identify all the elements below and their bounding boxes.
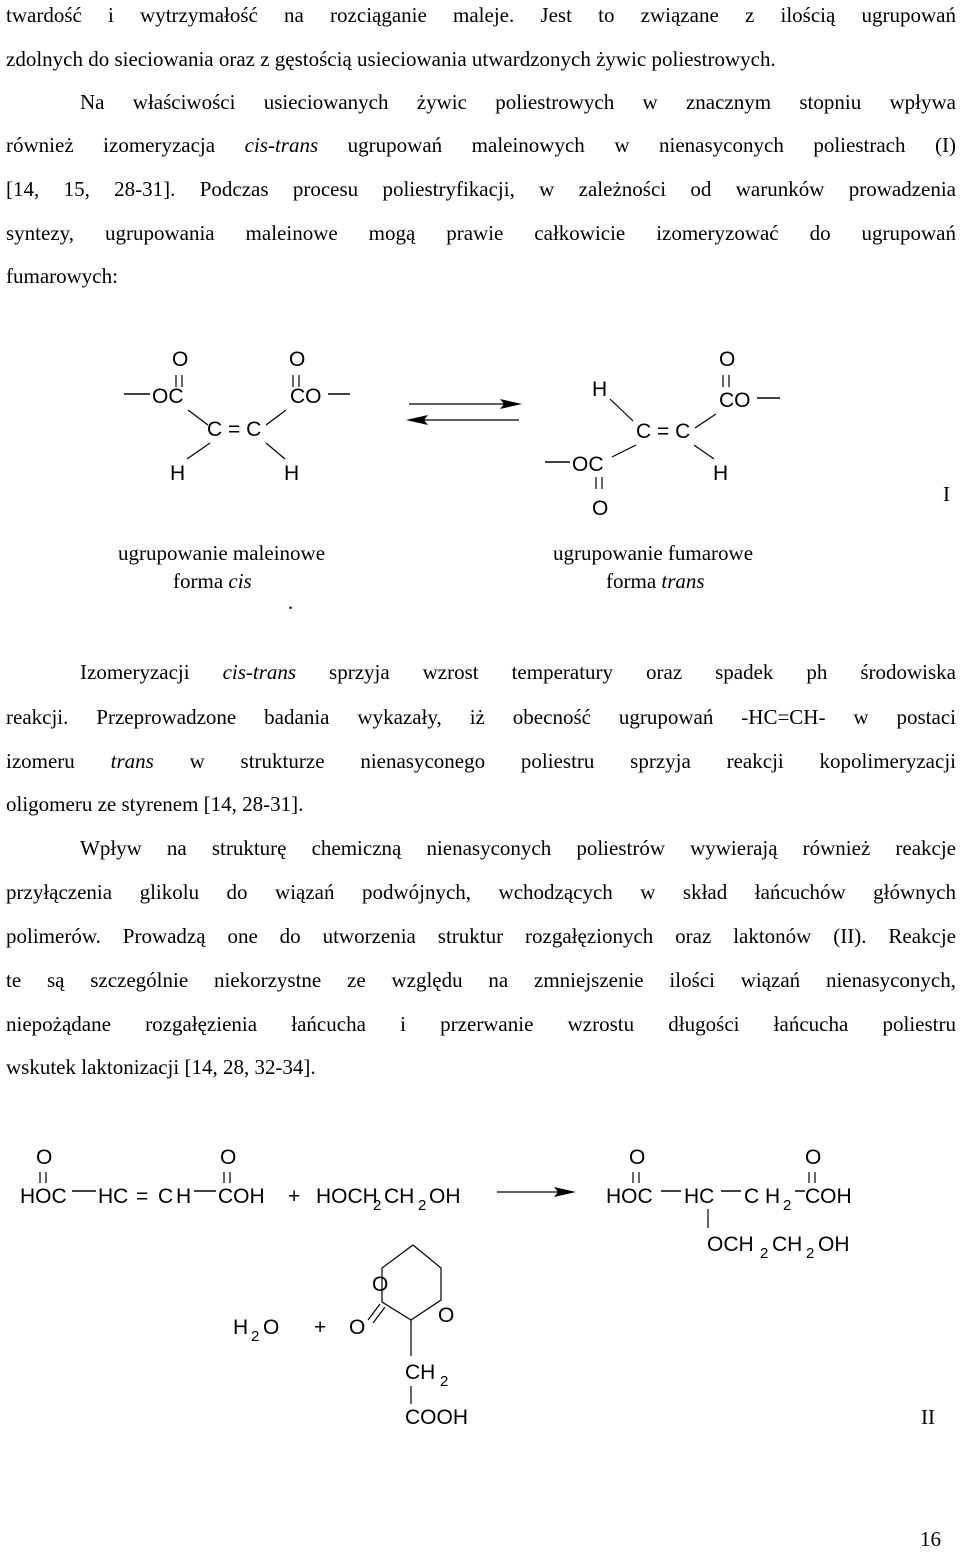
subscript: 2	[440, 1373, 448, 1390]
paragraph-line: zdolnych do sieciowania oraz z gęstością…	[6, 47, 776, 71]
caption: ugrupowanie maleinowe	[118, 541, 325, 565]
subscript: 2	[418, 1197, 426, 1214]
methine-group: HC	[98, 1185, 128, 1208]
fumaric-structure: H O CO C = C OC O H ugrupowanie fumarowe…	[545, 348, 780, 593]
formula-part: OH	[818, 1233, 850, 1256]
caption: forma trans	[606, 569, 705, 593]
formula-part: CH	[772, 1233, 802, 1256]
paragraph-line: niepożądane rozgałęzienia łańcucha i prz…	[6, 1012, 956, 1036]
formula-part: O	[263, 1316, 279, 1339]
subscript: 2	[373, 1197, 381, 1214]
paragraph-line: wskutek laktonizacji [14, 28, 32-34].	[6, 1055, 316, 1079]
paragraph-line: [14, 15, 28-31]. Podczas procesu poliest…	[6, 177, 956, 201]
double-bond-cc: C = C	[636, 420, 690, 443]
oxygen-atom: O	[172, 348, 188, 371]
caption: forma cis	[173, 569, 252, 593]
stray-dot: .	[288, 590, 293, 614]
carbonyl-group: CO	[290, 385, 322, 408]
carbonyl-group: CO	[719, 389, 751, 412]
subscript: 2	[806, 1245, 814, 1262]
methine-group: HC	[684, 1185, 714, 1208]
methylene-group: CH	[405, 1361, 435, 1384]
subscript: 2	[251, 1328, 259, 1345]
paragraph-line: fumarowych:	[6, 264, 118, 288]
text: sprzyja wzrost temperatury oraz spadek p…	[296, 660, 957, 684]
italic-term: cis-trans	[244, 133, 319, 157]
maleic-structure: O OC O CO C = C H H ugrupowanie maleinow…	[118, 348, 350, 614]
plus-sign: +	[314, 1316, 326, 1339]
scheme-label: I	[943, 482, 950, 506]
carbonyl-group: OC	[572, 453, 604, 476]
paragraph-line: Na właściwości usieciowanych żywic polie…	[80, 90, 956, 114]
page-number: 16	[920, 1527, 941, 1551]
carboxyl-group: HOC	[606, 1185, 653, 1208]
paragraph-line: Izomeryzacji cis-trans sprzyja wzrost te…	[80, 659, 956, 685]
text: również izomeryzacja	[6, 133, 245, 157]
carbonyl-group: OC	[152, 385, 184, 408]
scheme-glycol-addition-lactonization: O HOC HC = C H O COH + HOCH 2 CH 2 OH O …	[20, 1146, 935, 1429]
equilibrium-arrows	[406, 399, 522, 425]
paragraph-line: oligomeru ze styrenem [14, 28-31].	[6, 792, 304, 816]
paragraph-line: przyłączenia glikolu do wiązań podwójnyc…	[6, 880, 956, 904]
paragraph-line: reakcji. Przeprowadzone badania wykazały…	[6, 705, 956, 729]
paragraph-line: polimerów. Prowadzą one do utworzenia st…	[6, 924, 956, 948]
italic-term: cis-trans	[222, 660, 297, 684]
unsaturated-acid: O HOC HC = C H O COH	[20, 1146, 265, 1208]
hydrogen-atom: H	[284, 462, 299, 485]
formula-part: OH	[429, 1185, 461, 1208]
carboxyl-group: COH	[805, 1185, 852, 1208]
text: ugrupowań maleinowych w nienasyconych po…	[318, 133, 956, 157]
text: w strukturze nienasyconego poliestru spr…	[153, 749, 956, 773]
scheme-cis-trans-isomerization: O OC O CO C = C H H ugrupowanie maleinow…	[118, 348, 950, 614]
ethylene-glycol: HOCH 2 CH 2 OH	[316, 1185, 461, 1214]
double-bond: =	[136, 1185, 148, 1208]
hydrogen-atom: H	[592, 378, 607, 401]
reaction-arrow	[497, 1187, 576, 1197]
oxygen-atom: O	[289, 348, 305, 371]
branched-product: O HOC HC C H 2 O COH OCH 2 CH 2 OH	[606, 1146, 852, 1262]
methylene-group: C H	[744, 1185, 780, 1208]
text: Izomeryzacji	[80, 660, 223, 684]
oxygen-atom: O	[36, 1146, 52, 1169]
carbon-atom: C	[158, 1185, 173, 1208]
text: izomeru	[6, 749, 111, 773]
paragraph-line: twardość i wytrzymałość na rozciąganie m…	[6, 3, 956, 27]
oxygen-atom: O	[220, 1146, 236, 1169]
oxygen-atom: O	[719, 348, 735, 371]
paragraph-line: izomeru trans w strukturze nienasyconego…	[6, 748, 956, 774]
italic-term: trans	[110, 749, 154, 773]
paragraph-line: również izomeryzacja cis-trans ugrupowań…	[6, 132, 956, 158]
scheme-label: II	[921, 1405, 935, 1429]
formula-part: H	[233, 1316, 248, 1339]
formula-part: HOCH	[316, 1185, 378, 1208]
oxygen-atom: O	[805, 1146, 821, 1169]
water: H 2 O	[233, 1316, 279, 1345]
hydrogen-atom: H	[713, 462, 728, 485]
subscript: 2	[783, 1197, 791, 1214]
double-bond-cc: C = C	[207, 418, 261, 441]
oxygen-atom: O	[629, 1146, 645, 1169]
formula-part: CH	[384, 1185, 414, 1208]
carboxyl-group: COOH	[405, 1406, 468, 1429]
carboxyl-group: COH	[218, 1185, 265, 1208]
carboxyl-group: HOC	[20, 1185, 67, 1208]
plus-sign: +	[288, 1185, 300, 1208]
subscript: 2	[760, 1245, 768, 1262]
paragraph-line: Wpływ na strukturę chemiczną nienasycony…	[80, 836, 956, 860]
paragraph-line: te są szczególnie niekorzystne ze względ…	[6, 968, 956, 992]
caption: ugrupowanie fumarowe	[553, 541, 753, 565]
oxygen-atom: O	[349, 1316, 365, 1339]
hydrogen-atom: H	[170, 462, 185, 485]
formula-part: OCH	[707, 1233, 754, 1256]
oxygen-atom: O	[372, 1273, 388, 1296]
oxygen-atom: O	[438, 1304, 454, 1327]
lactone-ring: O O O CH 2 COOH	[349, 1244, 468, 1429]
hydrogen-atom: H	[176, 1185, 191, 1208]
oxygen-atom: O	[592, 497, 608, 520]
paragraph-line: syntezy, ugrupowania maleinowe mogą praw…	[6, 221, 956, 245]
